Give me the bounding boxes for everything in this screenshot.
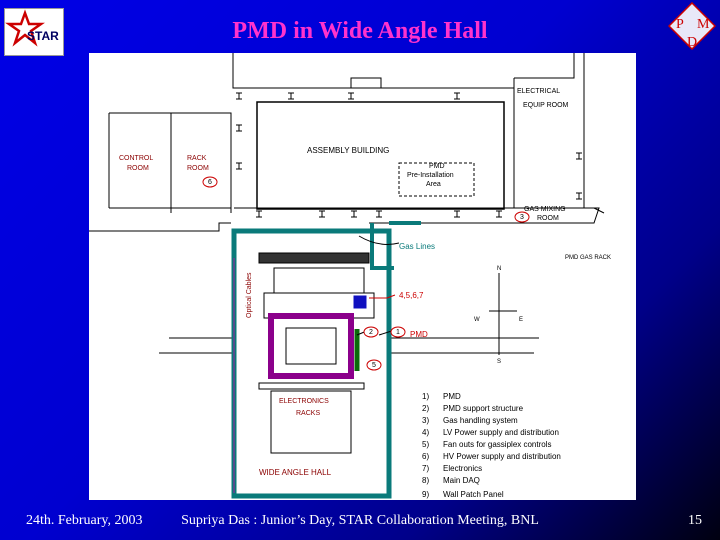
rack-room-label-1: RACK [187,155,207,162]
floor-plan-diagram: ELECTRICAL EQUIP ROOM CONTROL ROOM RACK … [89,53,636,500]
footer-title: Supriya Das : Junior’s Day, STAR Collabo… [181,513,539,528]
slide-title: PMD in Wide Angle Hall [232,18,488,44]
legend-text-3: Gas handling system [443,416,518,425]
compass-west: W [474,317,480,323]
circle-2: 2 [369,329,373,336]
pmd-logo: P M D [667,1,717,51]
legend-text-1: PMD [443,392,461,401]
star-logo: STAR [4,8,64,56]
electrical-room-label-2: EQUIP ROOM [523,102,569,109]
control-room-label-1: CONTROL [119,155,153,162]
pmd-logo-p: P [676,17,684,32]
electrical-room-label-1: ELECTRICAL [517,88,560,95]
circle-5: 5 [372,362,376,369]
preinstall-label-3: Area [426,181,441,188]
optical-cables-label: Optical Cables [246,272,253,318]
gas-mixing-label-2: ROOM [537,215,559,222]
gas-lines-label: Gas Lines [399,242,435,251]
footer-date: 24th. February, 2003 [26,513,143,528]
circle-3: 3 [520,214,524,221]
legend-num-2: 2) [422,404,429,413]
compass-south: S [497,359,501,365]
rack-room-label-2: ROOM [187,165,209,172]
circle-6: 6 [208,179,212,186]
legend-text-4: LV Power supply and distribution [443,428,559,437]
pmd-label: PMD [410,330,428,339]
legend-num-5: 5) [422,440,429,449]
compass-north: N [497,266,501,272]
pmd-logo-d: D [687,35,697,50]
compass-east: E [519,317,523,323]
electronics-racks-label-2: RACKS [296,410,320,417]
legend-text-5: Fan outs for gassiplex controls [443,440,552,449]
legend-text-9: Wall Patch Panel [443,490,504,499]
legend-text-7: Electronics [443,464,482,473]
callout-4567-label: 4,5,6,7 [399,291,424,300]
pmd-logo-m: M [697,17,710,32]
legend-num-3: 3) [422,416,429,425]
legend-text-8: Main DAQ [443,476,480,485]
legend-num-6: 6) [422,452,429,461]
control-room-label-2: ROOM [127,165,149,172]
legend-text-2: PMD support structure [443,404,524,413]
page-number: 15 [688,513,702,528]
star-logo-text: STAR [27,29,59,43]
legend-num-1: 1) [422,392,429,401]
legend-num-8: 8) [422,476,429,485]
electronics-racks-label-1: ELECTRONICS [279,398,329,405]
circle-1: 1 [396,329,400,336]
legend-num-7: 7) [422,464,429,473]
assembly-building-label: ASSEMBLY BUILDING [307,146,389,155]
wide-angle-hall-label: WIDE ANGLE HALL [259,468,332,477]
gas-mixing-label-1: GAS MIXING [524,206,566,213]
legend-text-6: HV Power supply and distribution [443,452,561,461]
legend-num-4: 4) [422,428,429,437]
preinstall-label-1: PMD [429,163,445,170]
pmd-gas-rack-label: PMD GAS RACK [565,255,611,261]
preinstall-label-2: Pre-Installation [407,172,454,179]
legend-num-9: 9) [422,490,429,499]
